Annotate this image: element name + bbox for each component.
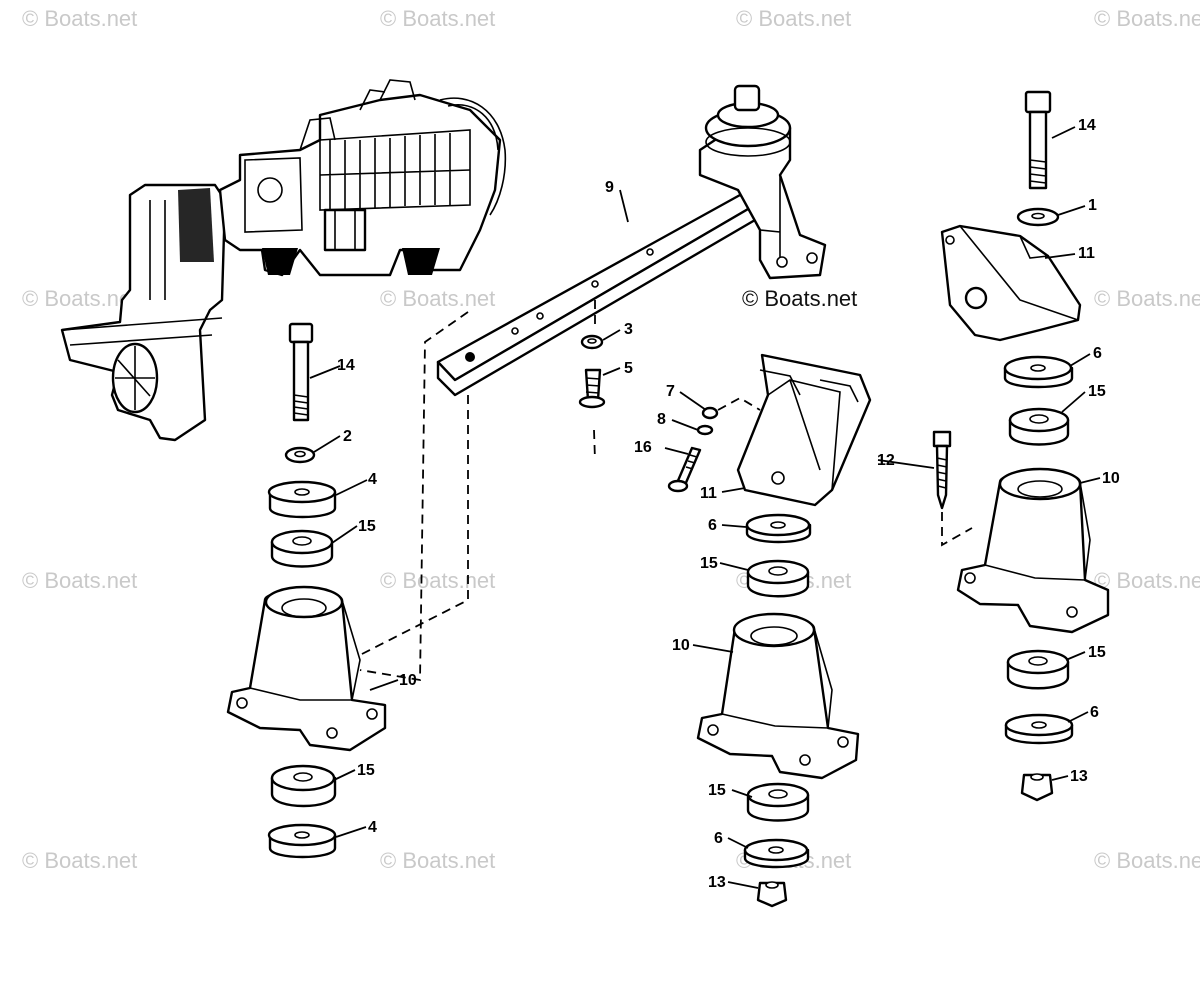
watermark: © Boats.net (22, 6, 138, 31)
callout-4: 4 (368, 471, 377, 488)
watermark: © Boats.net (380, 568, 496, 593)
watermark: © Boats.net (1094, 6, 1200, 31)
callout-11: 11 (700, 485, 717, 502)
watermark: © Boats.net (380, 286, 496, 311)
left-mount-stack (226, 322, 387, 859)
engine-sterndrive-illustration (60, 79, 507, 442)
right-mount-stack (932, 90, 1110, 802)
callout-3: 3 (624, 321, 633, 338)
callout-15: 15 (700, 555, 718, 572)
callout-1: 1 (1088, 197, 1097, 214)
callout-13: 13 (708, 874, 726, 891)
watermark: © Boats.net (22, 848, 138, 873)
callout-4: 4 (368, 819, 377, 836)
center-hardware (578, 300, 761, 493)
watermark: © Boats.net (736, 6, 852, 31)
watermark: © Boats.net (380, 848, 496, 873)
callout-15: 15 (1088, 383, 1106, 400)
watermark-main: © Boats.net (742, 286, 858, 311)
callout-15: 15 (357, 762, 375, 779)
callout-labels: 14 1 11 6 15 10 15 6 13 9 3 5 7 8 16 12 … (337, 117, 1120, 891)
callout-14: 14 (1078, 117, 1096, 134)
watermark: © Boats.net (1094, 848, 1200, 873)
watermark: © Boats.net (1094, 286, 1200, 311)
callout-15: 15 (358, 518, 376, 535)
callout-6: 6 (1090, 704, 1099, 721)
callout-15: 15 (1088, 644, 1106, 661)
callout-9: 9 (605, 179, 614, 196)
watermark: © Boats.net (22, 286, 138, 311)
callout-10: 10 (1102, 470, 1120, 487)
callout-5: 5 (624, 360, 633, 377)
callout-6: 6 (1093, 345, 1102, 362)
callout-6: 6 (714, 830, 723, 847)
callout-7: 7 (666, 383, 675, 400)
leader-lines (309, 126, 1101, 889)
callout-11: 11 (1078, 245, 1095, 262)
callout-10: 10 (672, 637, 690, 654)
callout-2: 2 (343, 428, 352, 445)
engine-bracket-assembly (436, 84, 827, 397)
callout-10: 10 (399, 672, 417, 689)
callout-8: 8 (657, 411, 666, 428)
callout-12: 12 (877, 452, 895, 469)
center-mount-stack (696, 353, 872, 908)
callout-16: 16 (634, 439, 652, 456)
callout-13: 13 (1070, 768, 1088, 785)
watermark: © Boats.net (1094, 568, 1200, 593)
callout-15: 15 (708, 782, 726, 799)
watermark: © Boats.net (380, 6, 496, 31)
callout-6: 6 (708, 517, 717, 534)
callout-14: 14 (337, 357, 355, 374)
watermark: © Boats.net (22, 568, 138, 593)
